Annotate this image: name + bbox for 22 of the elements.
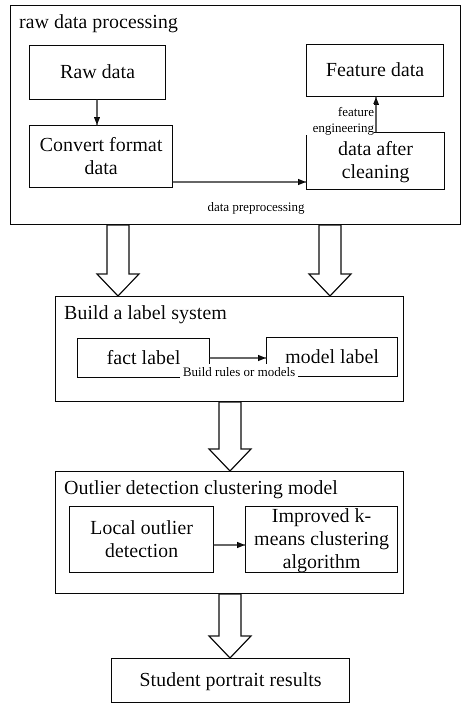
panel-title: raw data processing (19, 11, 178, 34)
hollow-arrow (95, 224, 141, 297)
process-box: Local outlier detection (69, 506, 214, 573)
arrow (372, 97, 380, 132)
process-box: Convert format data (29, 125, 173, 188)
process-box: Student portrait results (111, 658, 350, 703)
hollow-arrow (207, 401, 253, 472)
group-panel (55, 471, 404, 594)
panel-title: Build a label system (64, 302, 227, 325)
arrow (214, 542, 245, 548)
process-box: Feature data (306, 44, 444, 97)
arrow (94, 100, 100, 125)
arrow (173, 178, 306, 186)
arrow (210, 354, 266, 362)
hollow-arrow (207, 593, 253, 659)
process-box: Improved k-means clustering algorithm (245, 506, 398, 573)
edge-label: Build rules or models (180, 364, 298, 380)
process-box: Raw data (29, 45, 166, 100)
group-panel (10, 5, 461, 225)
group-panel (55, 296, 404, 402)
panel-title: Outlier detection clustering model (64, 477, 338, 500)
hollow-arrow (307, 224, 353, 297)
